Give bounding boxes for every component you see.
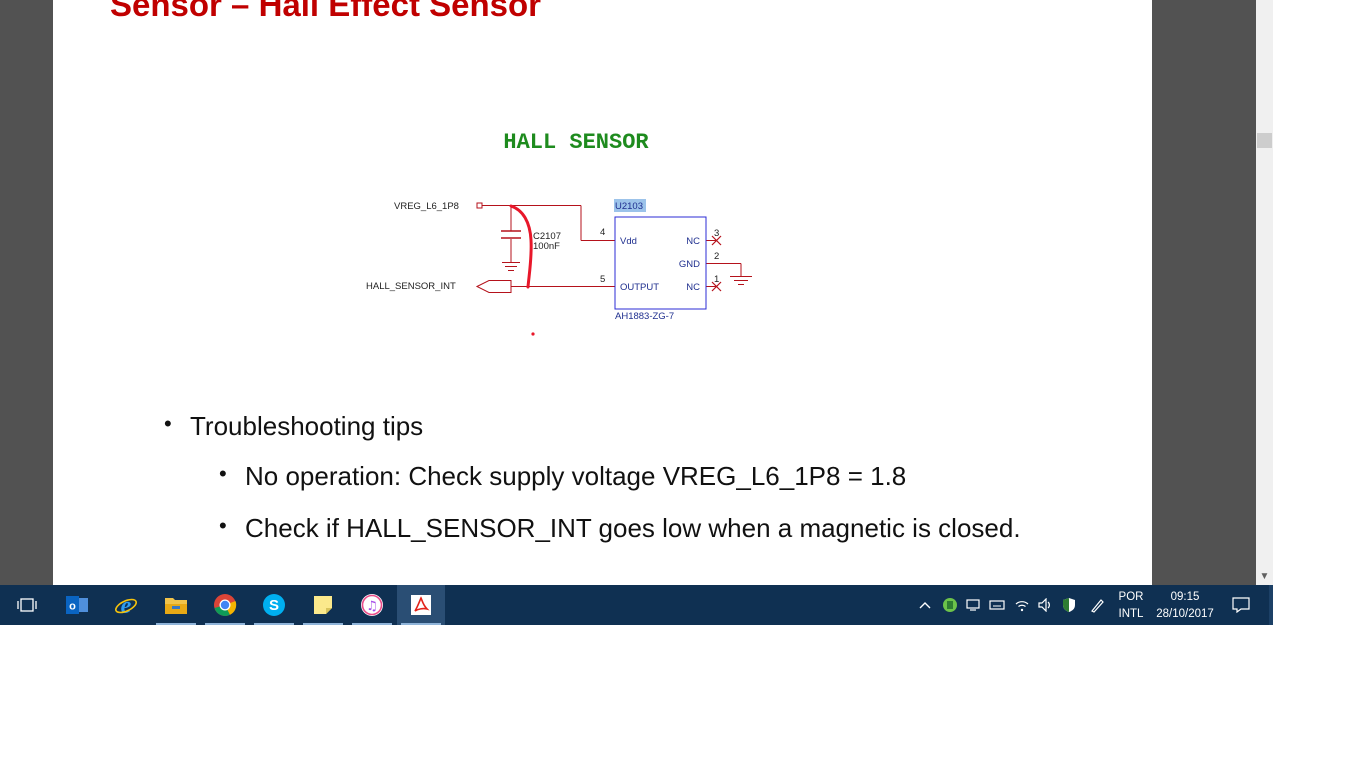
- ic-part-label: AH1883-ZG-7: [615, 311, 674, 322]
- clock-date: 28/10/2017: [1156, 608, 1214, 620]
- bullet-marker: •: [164, 411, 172, 436]
- taskbar-internet-explorer[interactable]: e: [102, 585, 150, 625]
- running-indicator: [401, 623, 441, 625]
- net-label-vreg: VREG_L6_1P8: [394, 201, 459, 212]
- schematic-heading: HALL SENSOR: [503, 130, 649, 155]
- hall-sensor-schematic: HALL SENSOR VREG_L6_1P8: [366, 130, 752, 336]
- show-desktop-button[interactable]: [1269, 585, 1273, 625]
- running-indicator: [352, 623, 392, 625]
- bullet-troubleshooting: • Troubleshooting tips: [164, 411, 424, 442]
- schematic-wires: [482, 205, 742, 287]
- tray-volume[interactable]: [1034, 585, 1056, 625]
- ic-highlight: [614, 199, 646, 212]
- no-connect-markers: [711, 235, 722, 292]
- clock-time: 09:15: [1170, 591, 1200, 603]
- task-view-button[interactable]: [3, 585, 51, 625]
- pin-nc-bottom-number: 1: [714, 274, 719, 285]
- running-indicator: [205, 623, 245, 625]
- bullet-text: Troubleshooting tips: [190, 411, 424, 441]
- sticky-notes-icon: [314, 596, 332, 614]
- windows-taskbar: o e S: [0, 585, 1273, 625]
- network-adapter-icon: [966, 599, 980, 611]
- running-indicator: [156, 623, 196, 625]
- net-label-hall-int: HALL_SENSOR_INT: [366, 281, 456, 292]
- annotation-dot: [531, 332, 535, 336]
- ic-u2103: [614, 216, 707, 310]
- tray-evernote[interactable]: [939, 585, 961, 625]
- pin-output-number: 5: [600, 274, 605, 285]
- tray-wifi[interactable]: [1011, 585, 1033, 625]
- vreg-connector: [476, 202, 483, 209]
- chrome-icon: [214, 594, 237, 616]
- itunes-icon: ♫: [361, 594, 383, 616]
- tray-keyboard[interactable]: [986, 585, 1008, 625]
- pin-gnd-label: GND: [679, 259, 700, 270]
- slide-title: Sensor – Hall Effect Sensor: [110, 0, 541, 23]
- bullet-text: Check if HALL_SENSOR_INT goes low when a…: [245, 513, 1021, 543]
- notifications-icon: [1232, 597, 1250, 613]
- skype-icon: S: [263, 594, 285, 616]
- folder-icon: [165, 598, 187, 614]
- bullet-marker: •: [219, 513, 227, 538]
- taskbar-sticky-notes[interactable]: [299, 585, 347, 625]
- language-layout: INTL: [1118, 608, 1144, 620]
- scroll-down-arrow-icon[interactable]: ▼: [1259, 571, 1270, 582]
- cap-value-label: 100nF: [533, 241, 560, 252]
- taskbar-chrome[interactable]: [201, 585, 249, 625]
- running-indicator: [254, 623, 294, 625]
- pin-vdd-label: Vdd: [620, 236, 637, 247]
- taskbar-outlook[interactable]: o: [53, 585, 101, 625]
- vertical-scrollbar[interactable]: ▼: [1256, 0, 1273, 585]
- language-code: POR: [1118, 591, 1144, 603]
- chevron-up-icon: [919, 602, 931, 609]
- svg-text:♫: ♫: [366, 599, 378, 614]
- input-language-indicator[interactable]: POR INTL: [1114, 589, 1148, 623]
- bullet-text: No operation: Check supply voltage VREG_…: [245, 461, 907, 491]
- keyboard-icon: [989, 600, 1005, 610]
- acrobat-reader-icon: [411, 595, 431, 615]
- capacitor-c2107: [501, 230, 521, 239]
- show-hidden-icons-button[interactable]: [915, 585, 935, 625]
- ic-ref-label: U2103: [615, 201, 643, 212]
- action-center-button[interactable]: [1227, 585, 1255, 625]
- pdf-viewer: Sensor – Hall Effect Sensor HALL SENSOR …: [0, 0, 1256, 585]
- shield-icon: [1063, 598, 1075, 612]
- svg-text:e: e: [121, 593, 132, 617]
- taskbar-skype[interactable]: S: [250, 585, 298, 625]
- ground-symbol-ic: [730, 276, 752, 285]
- bullet-check-int: • Check if HALL_SENSOR_INT goes low when…: [219, 513, 1021, 544]
- pin-nc-top-label: NC: [686, 236, 700, 247]
- pen-icon: [1091, 599, 1104, 613]
- running-indicator: [303, 623, 343, 625]
- pin-nc-bottom-label: NC: [686, 282, 700, 293]
- annotation-stroke: [509, 204, 533, 289]
- svg-text:o: o: [69, 601, 76, 613]
- pin-gnd-number: 2: [714, 251, 719, 262]
- task-view-icon: [17, 598, 37, 612]
- taskbar-acrobat-reader[interactable]: [397, 585, 445, 625]
- taskbar-clock[interactable]: 09:15 28/10/2017: [1150, 589, 1220, 623]
- volume-icon: [1038, 598, 1050, 612]
- bullet-marker: •: [219, 461, 227, 486]
- pin-output-label: OUTPUT: [620, 282, 659, 293]
- pin-vdd-number: 4: [600, 227, 605, 238]
- outlook-icon: o: [66, 596, 88, 614]
- tray-defender[interactable]: [1058, 585, 1080, 625]
- bullet-no-operation: • No operation: Check supply voltage VRE…: [219, 461, 907, 492]
- wifi-icon: [1015, 601, 1029, 612]
- tray-network-adapter[interactable]: [962, 585, 984, 625]
- ground-symbol-cap: [502, 262, 520, 271]
- tray-pen-workspace[interactable]: [1086, 585, 1108, 625]
- svg-text:S: S: [269, 597, 279, 614]
- slide-page: Sensor – Hall Effect Sensor HALL SENSOR …: [53, 0, 1152, 585]
- cap-ref-label: C2107: [533, 231, 561, 242]
- taskbar-itunes[interactable]: ♫: [348, 585, 396, 625]
- pin-nc-top-number: 3: [714, 228, 719, 239]
- internet-explorer-icon: e: [115, 593, 137, 617]
- scrollbar-thumb[interactable]: [1257, 133, 1272, 148]
- evernote-icon: [943, 598, 957, 612]
- hall-int-port: [475, 280, 512, 293]
- taskbar-file-explorer[interactable]: [152, 585, 200, 625]
